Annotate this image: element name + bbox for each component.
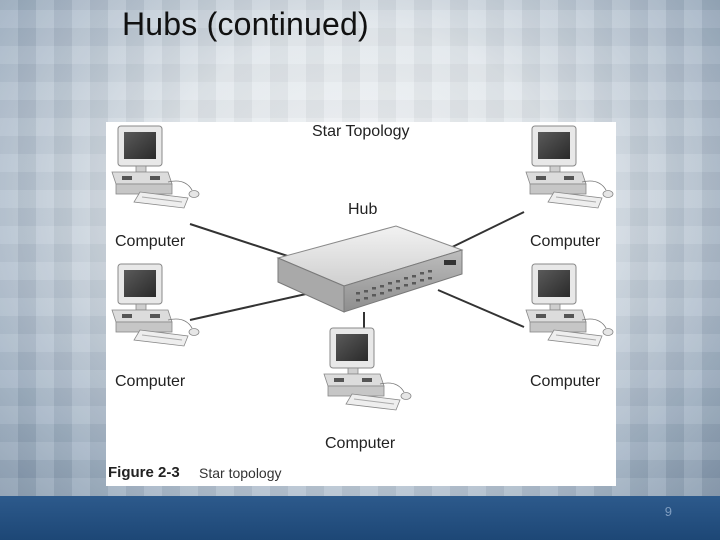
computer-label-bottom-center: Computer: [325, 435, 396, 452]
hub-device: [276, 225, 464, 313]
computer-label-top-left: Computer: [115, 233, 186, 250]
page-number: 9: [664, 504, 672, 519]
computer-label-top-right: Computer: [530, 233, 601, 250]
computer-label-bottom-left: Computer: [115, 373, 186, 390]
link-bottom-left: [189, 293, 307, 321]
computer-bottom-left-icon: [111, 263, 200, 347]
slide-footer-bar: 9: [0, 496, 720, 540]
figure-caption-text: Star topology: [199, 465, 282, 481]
link-top-right: [441, 211, 525, 253]
computer-top-right-icon: [525, 125, 614, 209]
computer-top-left-icon: [111, 125, 200, 209]
computer-bottom-right-icon: [525, 263, 614, 347]
hub-label: Hub: [348, 201, 378, 218]
figure-heading: Star Topology: [312, 123, 410, 140]
link-bottom-right: [437, 289, 525, 328]
figure-caption-number: Figure 2-3: [108, 464, 180, 481]
star-topology-figure: Star Topology Hub Computer Computer Comp…: [106, 122, 616, 486]
computer-label-bottom-right: Computer: [530, 373, 601, 390]
topology-diagram: [111, 125, 614, 411]
slide-title: Hubs (continued): [122, 6, 369, 42]
computer-bottom-center-icon: [323, 327, 412, 411]
